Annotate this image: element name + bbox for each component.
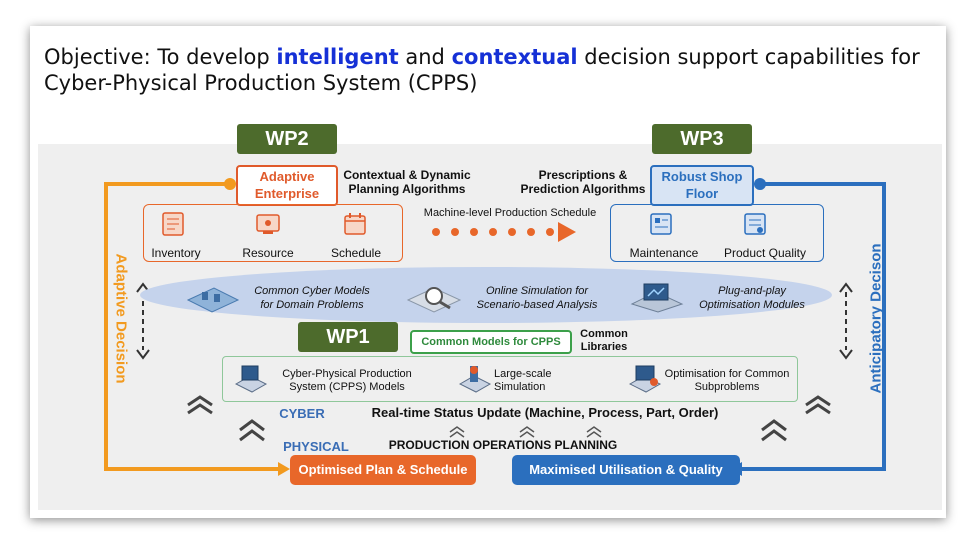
common-libraries-label: Common Libraries xyxy=(580,328,628,353)
wp2-label: WP2 xyxy=(237,124,337,154)
robust-shop-floor-box: Robust Shop Floor xyxy=(650,165,754,206)
title-and: and xyxy=(398,45,452,69)
adaptive-enterprise-box: Adaptive Enterprise xyxy=(236,165,338,206)
resource-icon xyxy=(256,214,280,234)
cyber-models-icon xyxy=(186,287,240,313)
status-update-label: Real-time Status Update (Machine, Proces… xyxy=(371,405,719,420)
cpps-models-icon xyxy=(234,365,268,393)
schedule-icon xyxy=(344,213,366,235)
objective-title: Objective: To develop intelligent and co… xyxy=(44,44,924,96)
ops-planning-label: PRODUCTION OPERATIONS PLANNING xyxy=(388,438,618,452)
title-line2: Cyber-Physical Production System (CPPS) xyxy=(44,71,478,95)
inventory-label: Inventory xyxy=(151,246,201,260)
large-scale-simulation-label: Large-scale Simulation xyxy=(494,368,552,393)
wp3-items-box xyxy=(610,204,824,262)
wp2-algorithms: Contextual & Dynamic Planning Algorithms xyxy=(343,168,471,196)
maintenance-label: Maintenance xyxy=(629,246,699,260)
simulation-icon xyxy=(406,287,462,313)
physical-label: PHYSICAL xyxy=(283,439,349,454)
anticipatory-decision-label: Anticipatory Decison xyxy=(867,243,885,394)
optimisation-modules-icon xyxy=(630,283,684,313)
title-intelligent: intelligent xyxy=(276,45,399,69)
wp1-items-box xyxy=(222,356,798,402)
title-contextual: contextual xyxy=(451,45,578,69)
common-models-box: Common Models for CPPS xyxy=(410,330,572,354)
maximised-utilisation-box: Maximised Utilisation & Quality xyxy=(512,455,740,485)
machine-schedule-label: Machine-level Production Schedule xyxy=(423,207,597,219)
optimisation-subproblems-label: Optimisation for Common Subproblems xyxy=(664,368,790,393)
wp3-algorithms: Prescriptions & Prediction Algorithms xyxy=(520,168,646,196)
inventory-icon xyxy=(162,212,184,236)
adaptive-decision-label: Adaptive Decision xyxy=(112,253,130,384)
ellipse-cyber-models: Common Cyber Models for Domain Problems xyxy=(254,285,370,311)
ellipse-plug-and-play: Plug-and-play Optimisation Modules xyxy=(699,285,805,311)
cpps-models-label: Cyber-Physical Production System (CPPS) … xyxy=(282,368,412,393)
diagram-panel xyxy=(38,144,942,510)
maintenance-icon xyxy=(650,213,672,235)
cyber-label: CYBER xyxy=(279,406,325,421)
schedule-label: Schedule xyxy=(330,246,382,260)
resource-label: Resource xyxy=(242,246,294,260)
wp2-items-box xyxy=(143,204,403,262)
wp3-label: WP3 xyxy=(652,124,752,154)
title-prefix: Objective: To develop xyxy=(44,45,277,69)
ellipse-online-simulation: Online Simulation for Scenario-based Ana… xyxy=(476,285,598,311)
wp1-label: WP1 xyxy=(298,322,398,352)
optimisation-subproblems-icon xyxy=(628,365,662,393)
optimised-plan-box: Optimised Plan & Schedule xyxy=(290,455,476,485)
title-suffix: decision support capabilities for xyxy=(577,45,920,69)
large-scale-simulation-icon xyxy=(458,366,492,393)
product-quality-label: Product Quality xyxy=(723,246,807,260)
product-quality-icon xyxy=(744,213,766,235)
